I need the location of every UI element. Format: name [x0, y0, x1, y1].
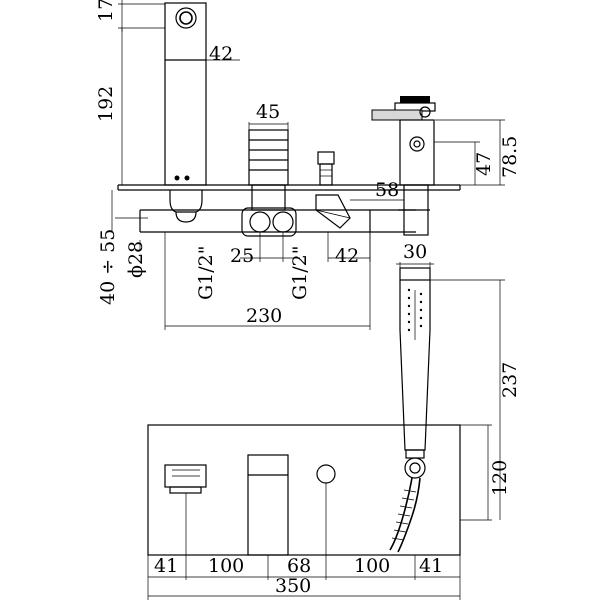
- diverter-knob: [316, 464, 336, 484]
- shower-holder: [371, 96, 436, 236]
- dim-47: 47: [473, 152, 495, 176]
- dim-bottom-41-right: 41: [419, 555, 443, 577]
- dim-bottom-100-left: 100: [208, 555, 244, 577]
- dim-237: 237: [499, 362, 521, 398]
- dim-bottom-100-right: 100: [354, 555, 390, 577]
- mixer-handle: [247, 454, 289, 556]
- dim-192: 192: [95, 86, 117, 122]
- spout: [164, 2, 207, 223]
- dim-230: 230: [246, 305, 282, 327]
- hand-shower: [399, 267, 431, 479]
- deck-plate: [117, 184, 461, 191]
- dim-350: 350: [275, 575, 311, 597]
- spray-holes: [407, 288, 423, 332]
- dim-25: 25: [230, 245, 254, 267]
- dim-120: 120: [489, 460, 511, 496]
- dim-42-spout: 42: [209, 43, 233, 65]
- dim-40-55: 40 ÷ 55: [97, 229, 119, 305]
- dim-58: 58: [375, 179, 399, 201]
- spout-outlet: [164, 464, 207, 494]
- dim-45: 45: [256, 101, 280, 123]
- dim-78-5: 78.5: [499, 136, 521, 178]
- wall-plate: [147, 424, 461, 556]
- mixer-cartridge: [248, 129, 289, 211]
- dim-42-valve: 42: [335, 245, 359, 267]
- dimension-labels: 17 192 42 45 47 78.5 58 G1/2" G1/2" 25 4…: [95, 0, 521, 597]
- dim-17: 17: [95, 0, 117, 22]
- diverter-valve: [315, 151, 351, 229]
- shower-hose: [389, 477, 421, 553]
- dim-phi28: ϕ28: [125, 241, 147, 278]
- dim-g12-left: G1/2": [195, 246, 217, 301]
- dimension-lines: [111, 0, 505, 600]
- dim-30: 30: [403, 241, 427, 263]
- dim-g12-right: G1/2": [289, 246, 311, 301]
- dim-bottom-68: 68: [287, 555, 311, 577]
- dim-bottom-41-left: 41: [154, 555, 178, 577]
